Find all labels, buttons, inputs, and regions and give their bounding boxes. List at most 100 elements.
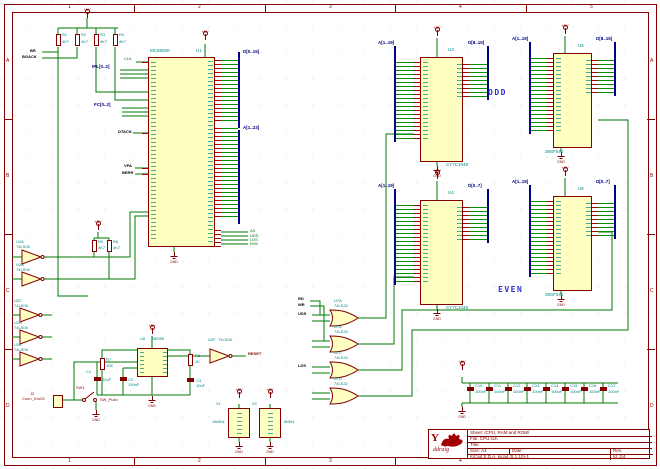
rom-even-addr-bus[interactable] [529,185,531,277]
ram-even-addr-bus[interactable] [394,189,396,285]
ram-odd-data-bus-label[interactable]: D[8..15] [468,40,485,45]
buffer-u2e[interactable] [19,351,41,367]
oscillator[interactable] [259,408,281,438]
rom-odd-chip[interactable] [553,53,592,148]
capacitor[interactable] [505,387,512,391]
ram-even-addr-bus-label[interactable]: A[1..19] [378,183,395,188]
power-flag-gnd[interactable]: GND [553,152,569,164]
power-flag-gnd[interactable]: GND [231,442,247,454]
buffer-u2f[interactable] [209,348,231,364]
reset-connector[interactable] [53,395,63,408]
or-gate-u7a[interactable] [329,309,359,327]
capacitor[interactable] [524,387,531,391]
buffer-u2c[interactable] [19,307,41,323]
clk-net-label[interactable]: CLK [124,56,132,61]
global-label-lds[interactable]: LDS [298,363,306,368]
or-gate-u7d[interactable] [329,387,359,405]
resistor[interactable] [56,34,61,46]
ram-odd-chip[interactable] [420,57,463,162]
power-flag-gnd[interactable]: GND [553,295,569,307]
global-label-berr[interactable]: BERR [122,170,134,175]
timer-chip[interactable] [137,348,168,377]
connector-value: Conn_01x02 [22,396,45,401]
power-flag-gnd[interactable]: GND [262,442,278,454]
global-label-wr[interactable]: WR [298,302,305,307]
ram-even-data-bus[interactable] [487,189,489,243]
global-label-dtack[interactable]: DTACK [118,129,132,134]
buffer-u2a[interactable] [21,249,43,265]
global-label-bgack[interactable]: BGACK [22,54,37,59]
buffer-gates[interactable] [19,249,233,367]
or-gate-u7c[interactable] [329,361,359,379]
power-flag-5v[interactable]: +5V [429,26,445,36]
power-flag-5v[interactable]: +5V [557,166,573,176]
power-flag-5v[interactable]: +5V [197,30,213,40]
global-label-vpa[interactable]: VPA [124,163,132,168]
resistor[interactable] [92,240,97,252]
rom-even-data-bus-label[interactable]: D[0..7] [596,179,610,184]
power-flag-5v[interactable]: +5V [231,388,247,398]
rom-odd-addr-bus-label[interactable]: A[1..19] [512,36,529,41]
rom-even-chip[interactable] [553,196,592,291]
power-flag-5v[interactable]: +5V [429,169,445,179]
capacitor[interactable] [600,387,607,391]
rom-odd-data-bus[interactable] [614,42,616,96]
ctl-label-rw[interactable]: R/W [250,241,258,246]
power-flag-5v[interactable]: +5V [454,360,470,370]
oscillator[interactable] [228,408,250,438]
ram-even-data-bus-label[interactable]: D[0..7] [468,183,482,188]
ctl-label-uds[interactable]: UDS [250,233,259,238]
ram-odd-data-bus[interactable] [487,46,489,100]
rom-odd-addr-bus[interactable] [529,42,531,134]
resistor[interactable] [75,34,80,46]
vcc-symbol [459,361,465,370]
power-flag-gnd[interactable]: GND [144,396,160,408]
power-flag-gnd[interactable]: GND [166,252,182,264]
resistor[interactable] [100,358,105,370]
capacitor[interactable] [543,387,550,391]
rom-even-addr-bus-label[interactable]: A[1..19] [512,179,529,184]
capacitor[interactable] [187,378,194,382]
reset-net-label[interactable]: RESET [248,351,262,356]
hier-label-fc[interactable]: FC[0..2] [94,102,111,107]
capacitor[interactable] [467,387,474,391]
power-flag-gnd[interactable]: GND [429,309,445,321]
ram-odd-addr-bus[interactable] [394,46,396,142]
resistor[interactable] [188,354,193,366]
ctl-label-as[interactable]: AS [250,228,256,233]
power-flag-5v[interactable]: +5V [262,388,278,398]
ctl-label-lds[interactable]: LDS [250,237,258,242]
rom-even-data-bus[interactable] [614,185,616,239]
capacitor[interactable] [486,387,493,391]
data-bus[interactable] [238,52,240,128]
capacitor[interactable] [581,387,588,391]
power-flag-5v[interactable]: +5V [557,24,573,34]
or-gate-u7b[interactable] [329,335,359,353]
buffer-u2d[interactable] [19,329,41,345]
power-flag-gnd[interactable]: GND [88,410,104,422]
power-flag-gnd[interactable]: GND [454,407,470,419]
rom-odd-data-bus-label[interactable]: D[8..15] [596,36,613,41]
power-flag-5v[interactable]: +5V [144,324,160,334]
addr-bus-label[interactable]: A[1..23] [243,125,260,130]
cpu-chip[interactable] [148,57,215,247]
or-gates[interactable] [329,309,359,405]
ram-odd-addr-bus-label[interactable]: A[1..19] [378,40,395,45]
addr-bus[interactable] [238,130,240,224]
capacitor[interactable] [120,377,127,381]
capacitor[interactable] [94,377,101,381]
resistor-value: 4K7 [113,245,121,250]
power-flag-5v[interactable]: +5V [79,8,95,18]
resistor[interactable] [94,34,99,46]
global-label-br[interactable]: BR [30,48,36,53]
power-flag-5v[interactable]: +5V [90,220,106,230]
global-label-rd[interactable]: RD [298,296,304,301]
data-bus-label[interactable]: D[0..15] [243,49,260,54]
resistor[interactable] [113,34,118,46]
ram-even-chip[interactable] [420,200,463,305]
global-label-uds[interactable]: UDS [298,311,307,316]
resistor[interactable] [107,240,112,252]
hier-label-ipl[interactable]: IPL[0..2] [92,64,110,69]
buffer-u2b[interactable] [21,271,43,287]
capacitor[interactable] [562,387,569,391]
